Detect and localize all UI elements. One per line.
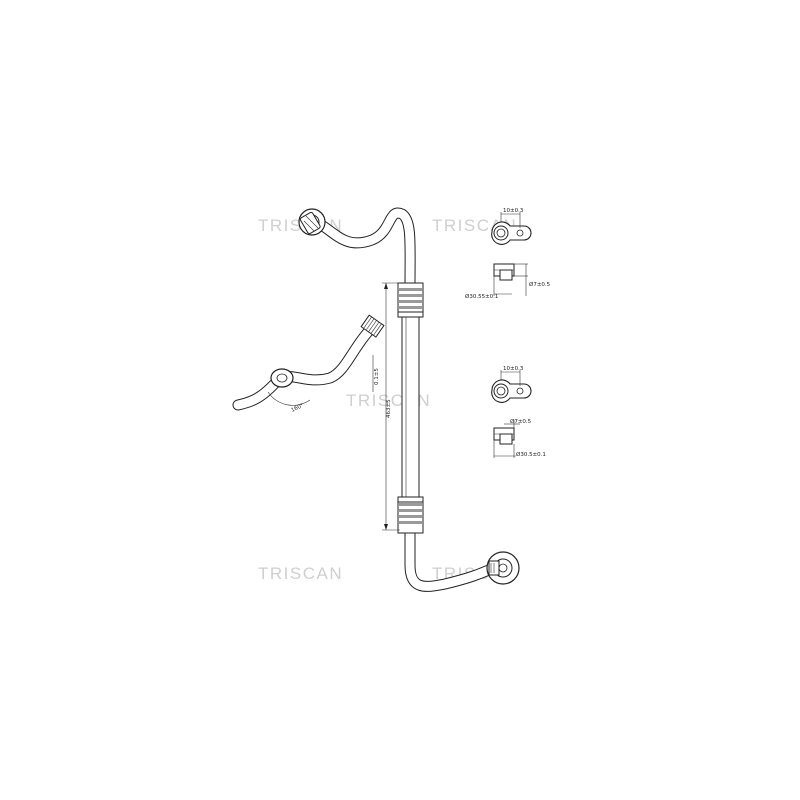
upper-width-label: 10±0.3 bbox=[503, 208, 524, 214]
lower-outer-label: Ø30.5±0.1 bbox=[516, 451, 546, 458]
lower-bore-label: Ø7±0.5 bbox=[510, 418, 532, 425]
upper-fitting-detail: 10±0.3 Ø7±0.5 Ø30.55±0.1 bbox=[465, 208, 551, 300]
upper-bore-label: Ø7±0.5 bbox=[529, 281, 551, 288]
elbow-fitting-detail: 160° bbox=[232, 314, 385, 414]
lower-fitting-detail: 10±0.3 Ø7±0.5 Ø30.5±0.1 bbox=[491, 366, 546, 458]
upper-outer-label: Ø30.55±0.1 bbox=[465, 293, 498, 300]
segment-length-label: 0.1±5 bbox=[374, 368, 380, 385]
bottom-banjo-fitting bbox=[486, 551, 520, 585]
lower-crimp-sleeve bbox=[397, 496, 424, 534]
lower-width-label: 10±0.3 bbox=[503, 366, 524, 372]
bend-angle-label: 160° bbox=[290, 403, 305, 414]
watermark-bottom-left: TRISCAN bbox=[258, 564, 343, 583]
top-banjo-fitting bbox=[298, 208, 326, 236]
upper-crimp-sleeve bbox=[397, 282, 424, 318]
segment-length-dimension: 0.1±5 bbox=[372, 355, 380, 392]
total-length-dimension: 463±5 bbox=[382, 282, 400, 531]
pipe-vertical-section bbox=[401, 282, 420, 534]
total-length-label: 463±5 bbox=[386, 399, 392, 418]
